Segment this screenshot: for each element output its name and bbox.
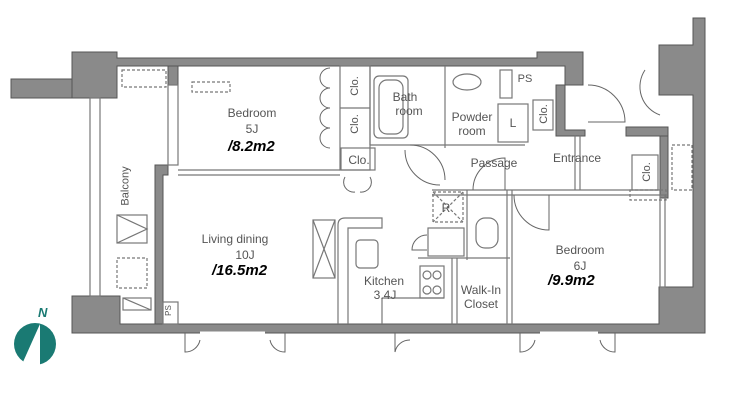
living-size: 10J <box>235 248 255 262</box>
kitchen-size: 3.4J <box>373 288 397 302</box>
compass-north-label: N <box>38 305 48 320</box>
closet-label-1: Clo. <box>348 76 361 96</box>
closet-label-3: Clo. <box>348 153 370 167</box>
closet-label-5: Clo. <box>640 162 653 182</box>
bath-name: Bath <box>392 90 418 104</box>
entrance-name: Entrance <box>552 151 602 165</box>
interior-lines: L <box>89 65 693 325</box>
powder-name: Powder <box>451 110 493 124</box>
bath-name-2: room <box>395 104 423 118</box>
walkin-name: Walk-In <box>460 283 502 297</box>
passage-name: Passage <box>470 156 518 170</box>
ps-label-2: PS <box>163 305 173 316</box>
laundry-label: L <box>510 116 517 130</box>
powder-name-2: room <box>458 124 486 138</box>
living-area: /16.5m2 <box>212 262 268 279</box>
ps-label-1: PS <box>517 73 533 85</box>
compass-icon <box>14 323 56 366</box>
fridge-label: R <box>441 201 451 215</box>
bedroom2-name: Bedroom <box>555 243 605 257</box>
bedroom2-area: /9.9m2 <box>548 272 595 289</box>
bedroom1-size: 5J <box>245 122 259 136</box>
closet-label-2: Clo. <box>348 114 361 134</box>
exterior-walls <box>10 17 706 334</box>
door-swings <box>184 67 661 353</box>
balcony-label: Balcony <box>119 166 132 206</box>
closet-label-4: Clo. <box>537 104 550 124</box>
bedroom2-size: 6J <box>573 259 587 273</box>
walkin-name-2: Closet <box>463 297 499 311</box>
bedroom1-area: /8.2m2 <box>228 138 275 155</box>
kitchen-name: Kitchen <box>363 274 405 288</box>
living-name: Living dining <box>201 232 269 246</box>
bedroom1-name: Bedroom <box>227 106 277 120</box>
